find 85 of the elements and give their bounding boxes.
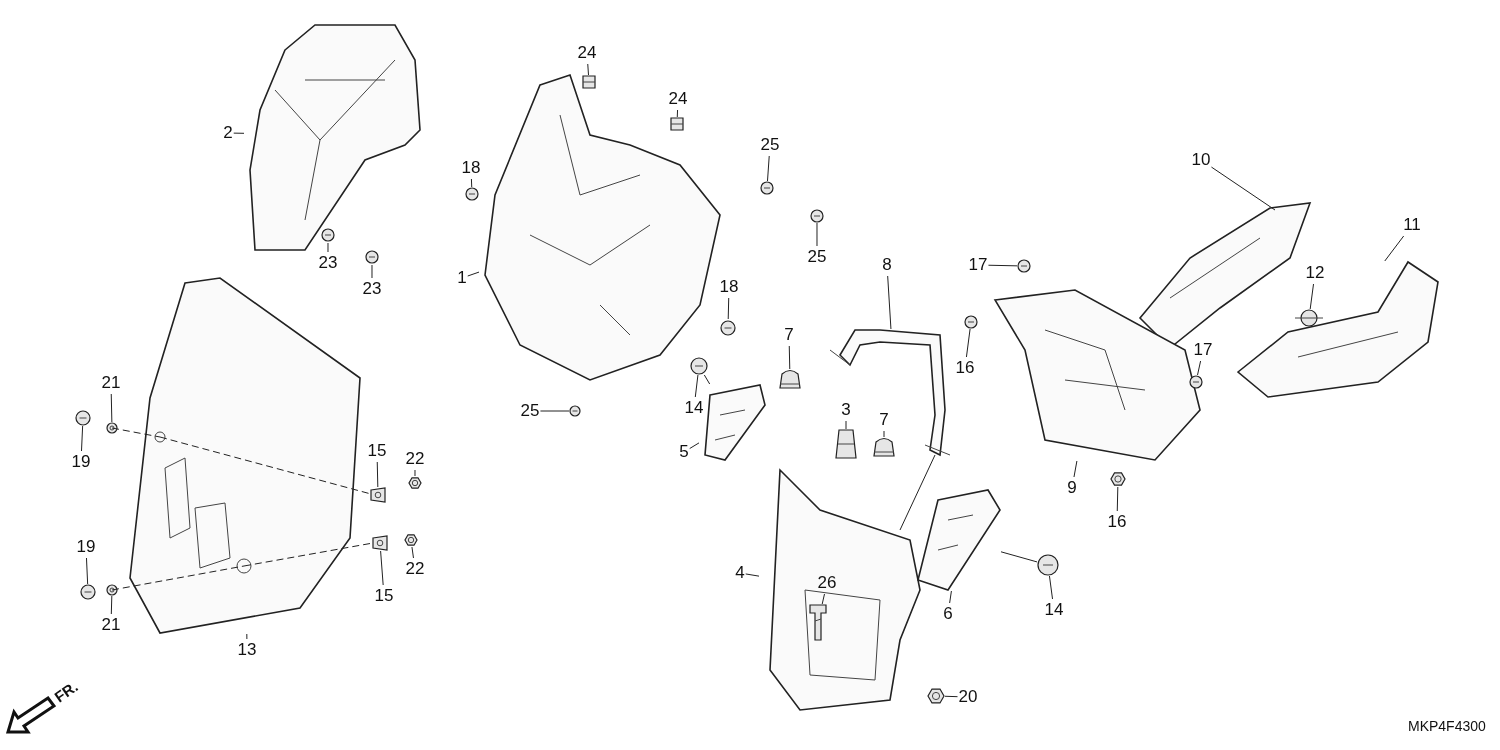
leader-line [694, 374, 699, 398]
callout-number: 17 [968, 255, 988, 275]
callout-number: 21 [101, 373, 121, 393]
callout-number: 23 [318, 253, 338, 273]
leader-line [587, 63, 589, 76]
callout-number: 20 [958, 687, 978, 707]
assembly-line [111, 427, 161, 438]
callout-number: 22 [405, 559, 425, 579]
callout-number: 5 [679, 442, 689, 462]
leader-line [727, 297, 730, 320]
leader-line [767, 155, 770, 182]
callout-number: 18 [461, 158, 481, 178]
callout-number: 13 [237, 640, 257, 660]
diagram-code: MKP4F4300 [1408, 718, 1486, 734]
callout-number: 25 [760, 135, 780, 155]
leader-line [883, 430, 885, 438]
leader-line [110, 393, 113, 423]
leader-line [887, 275, 892, 330]
leader-line [821, 593, 825, 605]
leader-line [371, 264, 373, 279]
callout-number: 25 [520, 401, 540, 421]
callout-number: 25 [807, 247, 827, 267]
callout-number: 19 [71, 452, 91, 472]
callout-number: 6 [943, 604, 953, 624]
callout-number: 15 [374, 586, 394, 606]
callout-number: 24 [668, 89, 688, 109]
leader-line [411, 546, 414, 559]
leader-line [816, 222, 818, 247]
leader-line [1309, 283, 1315, 310]
leader-line [1048, 575, 1054, 600]
callout-number: 12 [1305, 263, 1325, 283]
callout-number: 8 [882, 255, 892, 275]
callout-number: 9 [1067, 478, 1077, 498]
callout-number: 16 [955, 358, 975, 378]
callout-number: 21 [101, 615, 121, 635]
callout-number: 15 [367, 441, 387, 461]
leader-line [380, 550, 384, 586]
leader-line [1384, 235, 1405, 262]
leader-line [1116, 486, 1119, 512]
callout-number: 1 [457, 268, 467, 288]
leader-line [81, 425, 84, 452]
leader-line [949, 590, 952, 604]
callout-number: 10 [1191, 150, 1211, 170]
callout-number: 11 [1403, 215, 1421, 235]
leader-line [470, 178, 473, 188]
direction-label: FR. [51, 677, 81, 706]
leader-line [233, 132, 245, 134]
callout-number: 22 [405, 449, 425, 469]
callout-number: 3 [841, 400, 851, 420]
callout-number: 26 [817, 573, 837, 593]
callout-number: 19 [76, 537, 96, 557]
callout-number: 14 [684, 398, 704, 418]
callout-number: 16 [1107, 512, 1127, 532]
leader-line [1073, 460, 1078, 478]
leader-line [944, 695, 959, 698]
leader-line [414, 469, 416, 477]
callout-number: 4 [735, 563, 745, 583]
leader-line [703, 374, 711, 385]
leader-line [1000, 551, 1038, 563]
leader-line [676, 109, 679, 118]
leader-line [965, 328, 971, 358]
leader-line [246, 633, 248, 640]
assembly-line [111, 565, 245, 591]
callout-number: 17 [1193, 340, 1213, 360]
leader-line [110, 595, 113, 615]
leader-line [376, 461, 379, 488]
callout-number: 24 [577, 43, 597, 63]
leader-line [86, 557, 89, 585]
leader-line [1197, 360, 1202, 376]
leader-line [745, 573, 760, 577]
leader-line [987, 264, 1018, 267]
leader-line [327, 242, 329, 253]
callout-number: 7 [879, 410, 889, 430]
callout-number: 23 [362, 279, 382, 299]
leader-line [845, 420, 847, 430]
callout-number: 2 [223, 123, 233, 143]
leader-line [467, 271, 480, 277]
callout-number: 18 [719, 277, 739, 297]
leader-line [1210, 166, 1276, 211]
leader-line [788, 345, 791, 370]
callout-number: 7 [784, 325, 794, 345]
callout-number: 14 [1044, 600, 1064, 620]
leader-line [899, 454, 936, 531]
leader-line [539, 410, 570, 412]
leader-line [689, 442, 700, 449]
